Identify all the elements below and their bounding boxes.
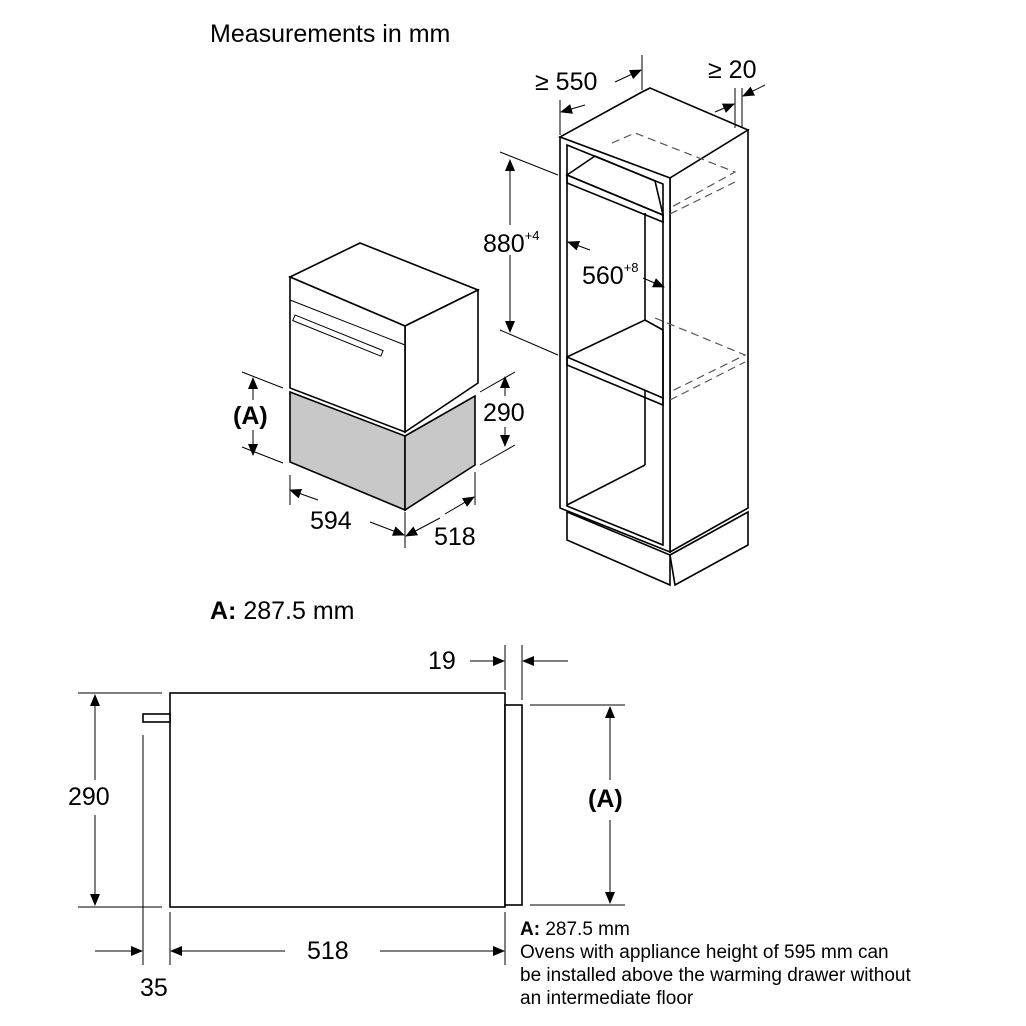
niche-width-tolerance: +8: [623, 260, 639, 275]
side-height-label: 290: [68, 783, 110, 811]
cabinet-dimension-lines: [499, 55, 766, 356]
width-label: 594: [310, 507, 352, 535]
gap-label: ≥ 20: [708, 56, 757, 84]
cabinet-depth-label: ≥ 550: [535, 68, 598, 96]
a-value: 287.5 mm: [243, 597, 355, 625]
footnote-key: A:: [520, 919, 541, 940]
side-view-drawing: [78, 645, 625, 965]
niche-height-tolerance: +4: [524, 228, 540, 243]
oven-with-drawer-illustration: [288, 242, 480, 512]
back-offset-label: 35: [140, 974, 168, 1002]
footnote: A: 287.5 mm Ovens with appliance height …: [520, 918, 911, 1010]
niche-height-value: 880: [483, 230, 525, 258]
side-a-label: (A): [588, 785, 623, 813]
side-depth-label: 518: [307, 937, 349, 965]
tall-cabinet-illustration: [558, 87, 750, 587]
footnote-line: an intermediate floor: [520, 988, 694, 1009]
a-key: A:: [210, 597, 237, 625]
niche-width-label: 560+8: [582, 260, 639, 291]
drawer-height-label: 290: [483, 399, 525, 427]
niche-height-label: 880+4: [483, 228, 540, 259]
iso-dimension-lines: [241, 371, 516, 548]
depth-label: 518: [434, 523, 476, 551]
front-offset-label: 19: [428, 647, 456, 675]
footnote-line: Ovens with appliance height of 595 mm ca…: [520, 942, 889, 963]
drawer-a-label: (A): [233, 402, 268, 430]
footnote-a: A: 287.5 mm: [520, 918, 911, 941]
page-title: Measurements in mm: [210, 20, 451, 48]
footnote-value: 287.5 mm: [545, 919, 630, 940]
footnote-line: be installed above the warming drawer wi…: [520, 965, 911, 986]
a-value-heading: A: 287.5 mm: [210, 597, 355, 626]
niche-width-value: 560: [582, 262, 624, 290]
